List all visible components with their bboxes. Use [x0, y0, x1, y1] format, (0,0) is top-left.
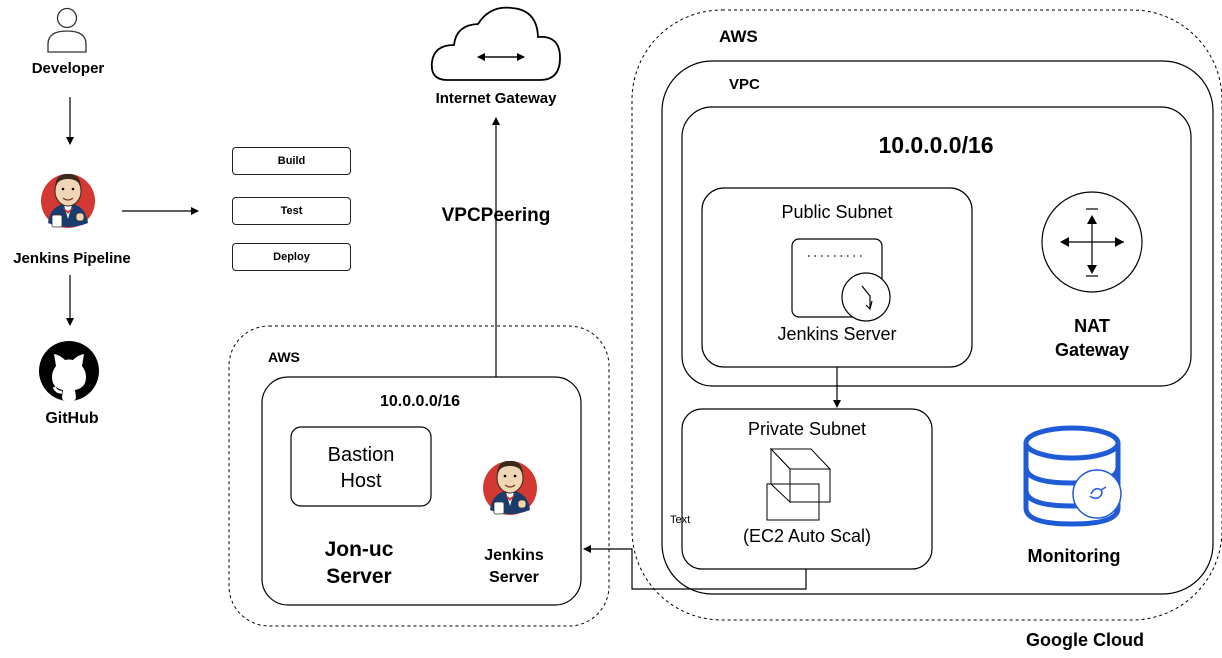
- right-aws-title: AWS: [719, 27, 758, 46]
- bastion-host-box: [290, 426, 432, 507]
- private-subnet-label: Private Subnet: [747, 419, 867, 439]
- nat-gateway-icon: [1041, 191, 1143, 293]
- public-subnet-label: Public Subnet: [781, 202, 893, 222]
- github-icon: [39, 341, 99, 401]
- github-label: GitHub: [45, 410, 99, 427]
- vpc-label: VPC: [729, 76, 760, 93]
- jenkins-icon: [40, 173, 96, 229]
- left-jenkins-server-label: Jenkins Server: [484, 547, 544, 586]
- ec2-auto-scaling-label: (EC2 Auto Scal): [742, 526, 872, 546]
- ec2-instance-icon: [791, 238, 891, 322]
- google-cloud-label: Google Cloud: [1026, 630, 1144, 650]
- test-stage: Test: [232, 197, 351, 225]
- jenkins-pipeline-label: Jenkins Pipeline: [13, 250, 131, 267]
- auto-scaling-icon: [766, 447, 832, 521]
- right-aws-group: [631, 9, 1222, 621]
- user-icon: [47, 7, 87, 53]
- build-stage: Build: [232, 147, 351, 175]
- text-note: Text: [670, 514, 691, 526]
- left-aws-title: AWS: [268, 349, 300, 365]
- left-cidr-label: 10.0.0.0/16: [379, 393, 461, 410]
- arrow-private-to-jenkins: [583, 545, 807, 590]
- jenkins-server-label: Jenkins Server: [777, 324, 897, 344]
- jon-uc-server-label: Jon-uc Server: [324, 538, 394, 588]
- jenkins-icon: [482, 460, 538, 516]
- nat-gateway-label: NAT Gateway: [1054, 316, 1130, 360]
- database-icon: [1023, 425, 1122, 527]
- developer-label: Developer: [31, 60, 105, 77]
- internet-gateway-label: Internet Gateway: [435, 90, 557, 107]
- vpc-peering-label: VPCPeering: [441, 205, 551, 226]
- deploy-stage: Deploy: [232, 243, 351, 271]
- bastion-host-label: Bastion Host: [327, 444, 395, 492]
- right-cidr-label: 10.0.0.0/16: [878, 132, 994, 158]
- monitoring-label: Monitoring: [1027, 546, 1121, 566]
- left-aws-group: [228, 325, 610, 627]
- cloud-icon: [430, 6, 561, 81]
